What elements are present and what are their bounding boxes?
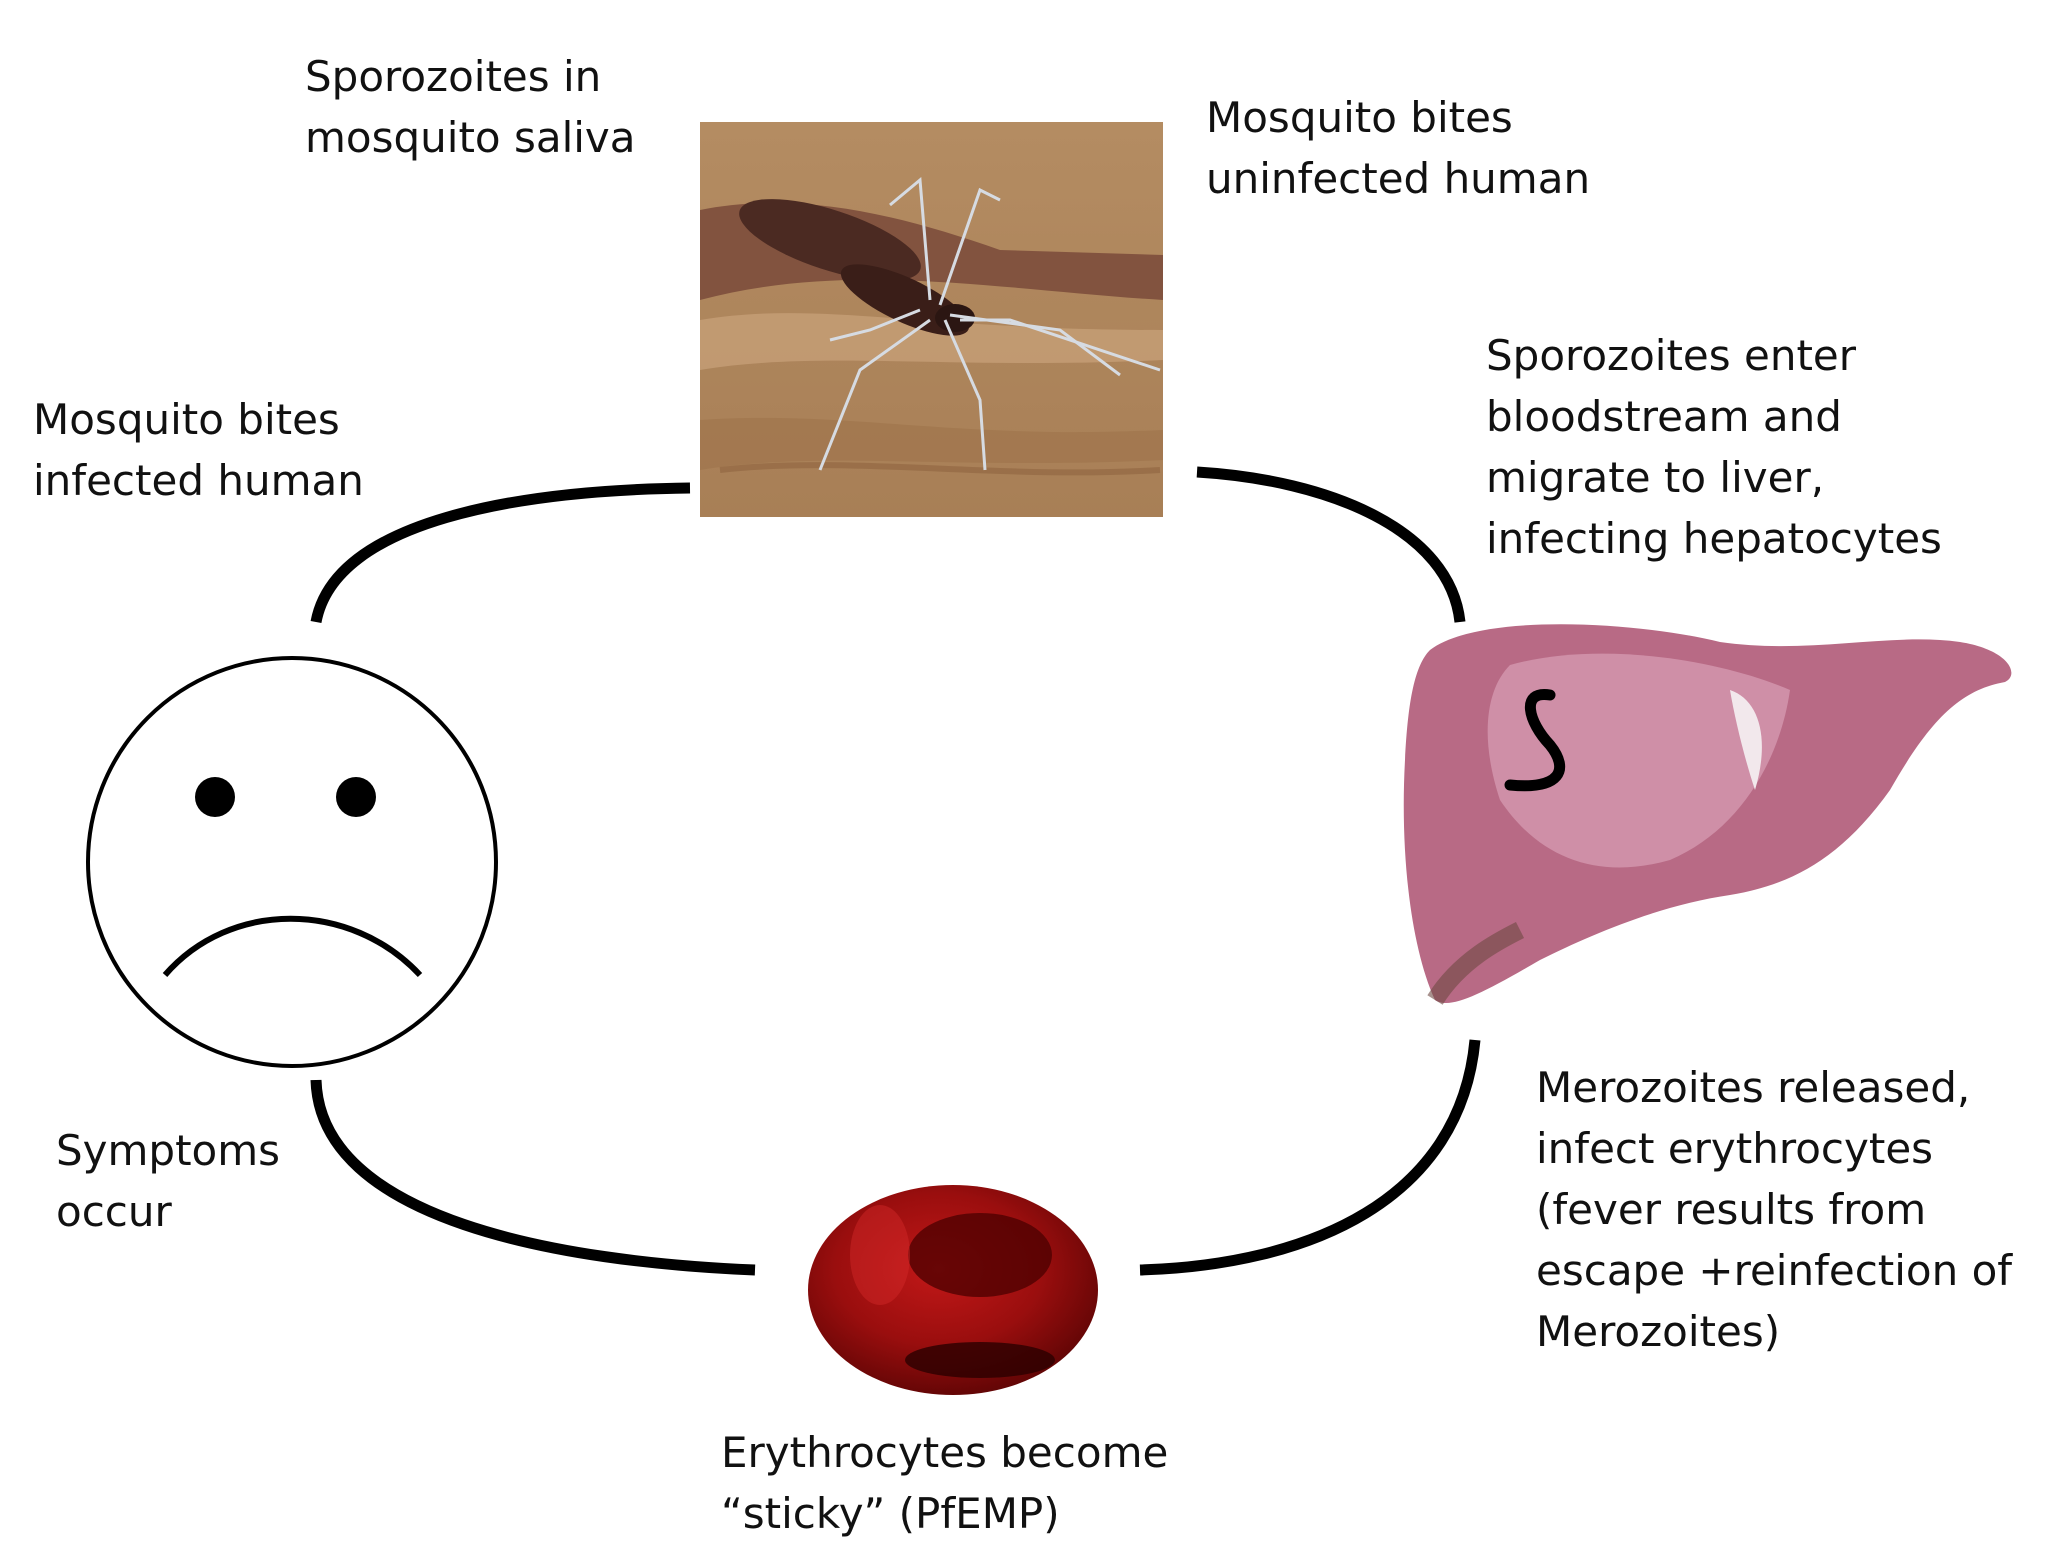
- label-sporozoites-liver: Sporozoites enter bloodstream and migrat…: [1486, 331, 1942, 563]
- red-blood-cell-image: [808, 1185, 1098, 1395]
- arc-bottom-left: [310, 1079, 756, 1276]
- label-bites-infected: Mosquito bites infected human: [33, 395, 364, 505]
- label-symptoms: Symptoms occur: [56, 1126, 281, 1236]
- liver-image: [1403, 624, 2012, 1005]
- arc-top-left: [310, 482, 691, 624]
- label-bites-uninfected: Mosquito bites uninfected human: [1206, 93, 1591, 203]
- arc-top-right: [1196, 466, 1466, 623]
- label-erythrocytes: Erythrocytes become “sticky” (PfEMP): [721, 1428, 1169, 1538]
- mosquito-image: [700, 122, 1163, 517]
- sad-face-icon: [86, 656, 498, 1068]
- label-sporozoites-saliva: Sporozoites in mosquito saliva: [305, 52, 636, 162]
- label-merozoites: Merozoites released, infect erythrocytes…: [1536, 1063, 2013, 1356]
- arc-bottom-right: [1139, 1039, 1481, 1276]
